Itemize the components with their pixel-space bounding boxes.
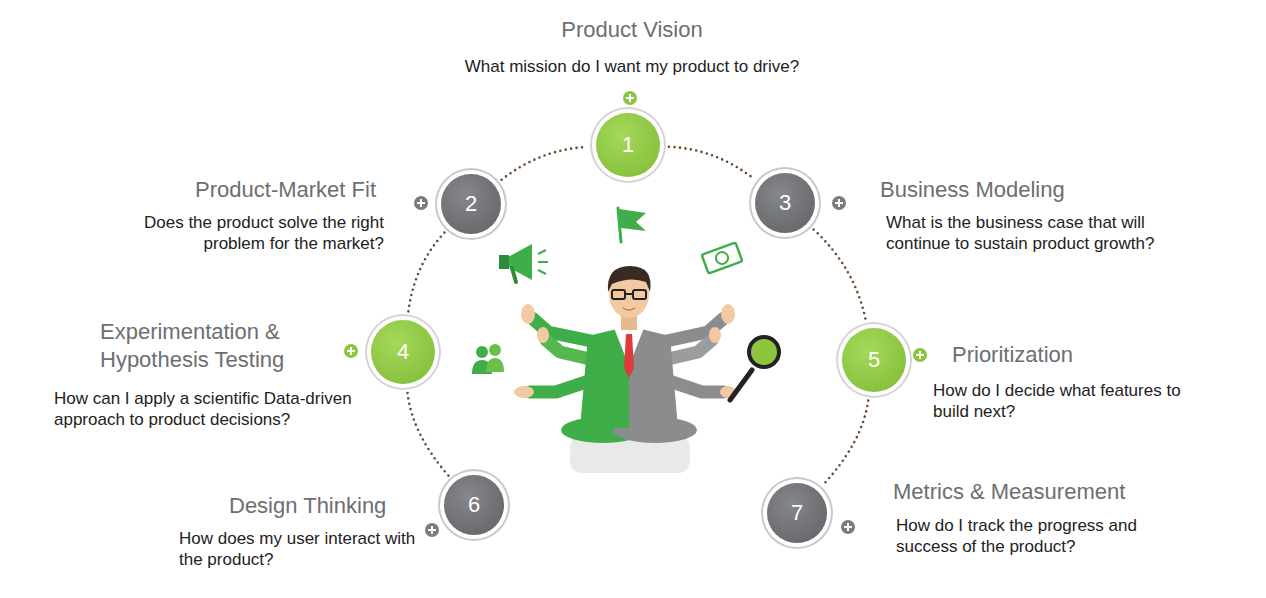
dotted-arc — [669, 147, 754, 179]
step-number: 2 — [441, 174, 501, 234]
step-title: Metrics & Measurement — [893, 478, 1193, 506]
step-title: Product-Market Fit — [116, 176, 376, 204]
flag-icon — [618, 208, 646, 242]
step-question: How do I track the progress and success … — [896, 515, 1196, 558]
dotted-arc — [814, 229, 866, 319]
numbered-circle: 3Business ModelingWhat is the business c… — [755, 173, 815, 233]
numbered-circle: 5PrioritizationHow do I decide what feat… — [842, 328, 906, 392]
numbered-circle: 6Design ThinkingHow does my user interac… — [444, 475, 504, 535]
step-title: Design Thinking — [229, 492, 419, 520]
people-icon — [472, 344, 504, 374]
step-title: Experimentation & Hypothesis Testing — [100, 318, 310, 373]
plus-icon — [344, 91, 927, 537]
numbered-circle: 1Product VisionWhat mission do I want my… — [596, 113, 660, 177]
step-number: 7 — [767, 483, 827, 543]
step-number: 3 — [755, 173, 815, 233]
numbered-circle: 7Metrics & MeasurementHow do I track the… — [767, 483, 827, 543]
step-number: 6 — [444, 475, 504, 535]
money-icon — [702, 242, 743, 273]
step-title: Product Vision — [482, 16, 782, 44]
step-question: How does my user interact with the produ… — [179, 528, 419, 571]
step-number: 4 — [371, 320, 435, 384]
step-number: 1 — [596, 113, 660, 177]
step-question: Does the product solve the right problem… — [104, 212, 384, 255]
numbered-circle: 4Experimentation & Hypothesis TestingHow… — [371, 320, 435, 384]
step-number: 5 — [842, 328, 906, 392]
dotted-arc — [408, 393, 449, 476]
multitasking-man — [514, 266, 779, 443]
numbered-circle: 2Product-Market FitDoes the product solv… — [441, 174, 501, 234]
megaphone-icon — [499, 244, 548, 282]
step-question: What mission do I want my product to dri… — [402, 56, 862, 77]
step-title: Prioritization — [952, 341, 1212, 369]
step-question: How do I decide what features to build n… — [933, 380, 1208, 423]
dotted-arc — [502, 147, 587, 180]
step-question: What is the business case that will cont… — [886, 212, 1186, 255]
step-question: How can I apply a scientific Data-driven… — [54, 388, 374, 431]
step-title: Business Modeling — [880, 176, 1160, 204]
dotted-arc — [408, 233, 444, 312]
dotted-arc — [823, 401, 868, 485]
